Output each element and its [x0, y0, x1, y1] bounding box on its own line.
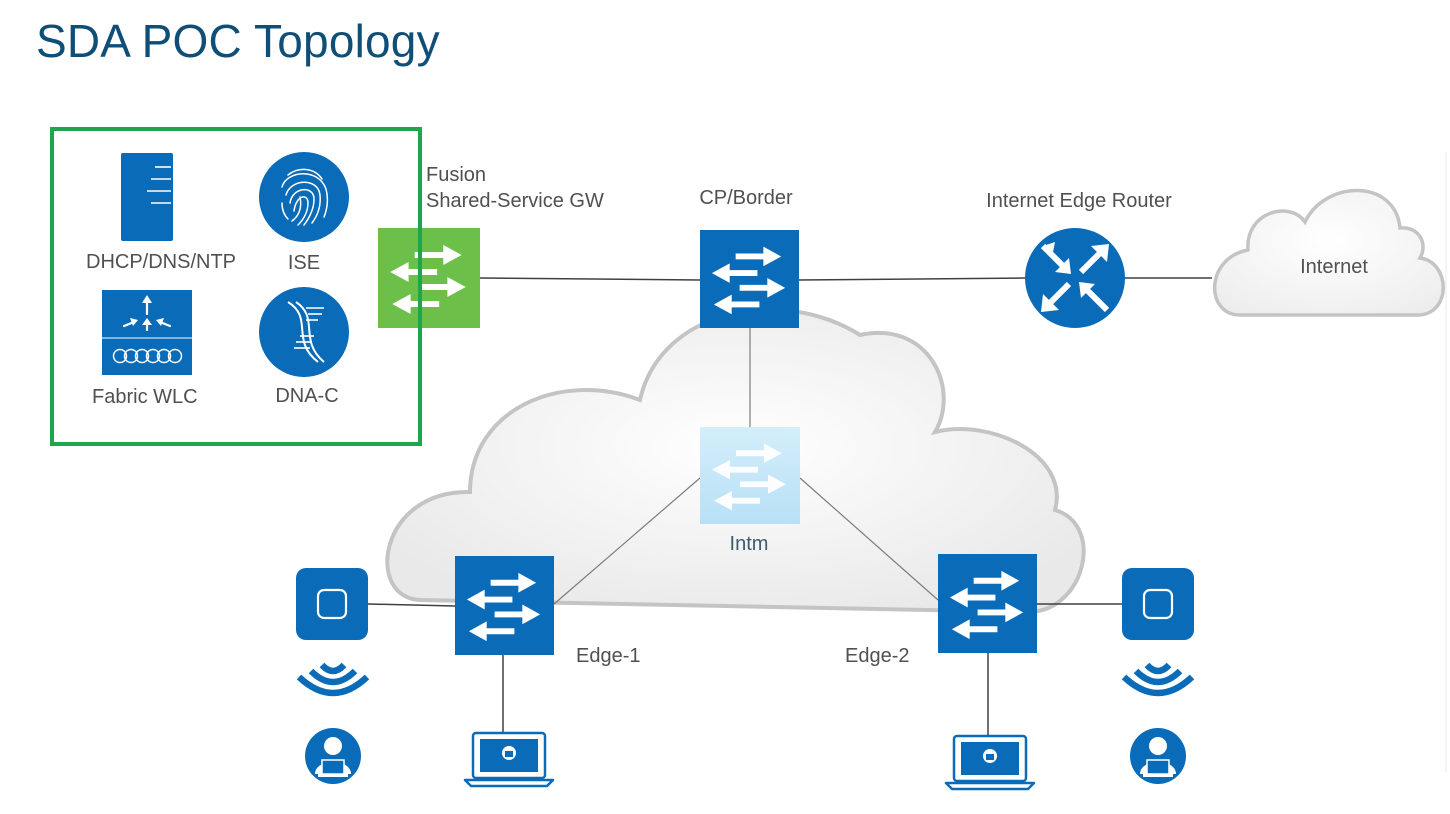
fingerprint-icon [259, 152, 349, 242]
access-point-icon[interactable] [296, 568, 368, 640]
cp-border-switch[interactable] [700, 230, 799, 328]
user-laptop-icon[interactable] [1130, 728, 1186, 784]
server-icon [121, 153, 173, 241]
wifi-signal-icon [296, 662, 370, 697]
internet-label: Internet [1300, 256, 1368, 278]
shared-service-gw-label: Shared-Service GW [426, 190, 604, 212]
secure-laptop-icon[interactable] [463, 731, 555, 788]
access-point-icon[interactable] [1122, 568, 1194, 640]
link-ap1-edge1 [367, 603, 456, 607]
wireless-controller-icon [102, 290, 192, 375]
dna-helix-icon [259, 287, 349, 377]
link-cp-edge-router [797, 277, 1027, 281]
page-title: SDA POC Topology [36, 15, 440, 67]
edge1-switch[interactable] [455, 556, 554, 655]
edge2-switch[interactable] [938, 554, 1037, 653]
cp-border-label: CP/Border [699, 187, 793, 209]
intm-label: Intm [729, 533, 769, 555]
edge2-label: Edge-2 [845, 645, 910, 667]
dhcp-dns-ntp-label: DHCP/DNS/NTP [86, 251, 237, 273]
ise-label: ISE [287, 252, 321, 274]
internet-cloud [1213, 188, 1445, 317]
intm-switch[interactable] [700, 427, 800, 524]
edge1-label: Edge-1 [576, 645, 641, 667]
fusion-switch[interactable] [378, 228, 480, 328]
link-intm-edge2 [799, 477, 939, 601]
shared-services-box [50, 127, 422, 446]
fabric-wlc-label: Fabric WLC [92, 386, 198, 408]
router-icon[interactable] [1025, 228, 1125, 328]
link-intm-edge1 [553, 477, 701, 605]
wifi-signal-icon [1121, 662, 1195, 697]
user-laptop-icon[interactable] [305, 728, 361, 784]
internet-edge-router-label: Internet Edge Router [986, 190, 1172, 212]
link-fusion-cp [479, 277, 701, 281]
fusion-label: Fusion [426, 164, 487, 186]
dna-c-label: DNA-C [275, 385, 339, 407]
secure-laptop-icon[interactable] [944, 734, 1036, 791]
